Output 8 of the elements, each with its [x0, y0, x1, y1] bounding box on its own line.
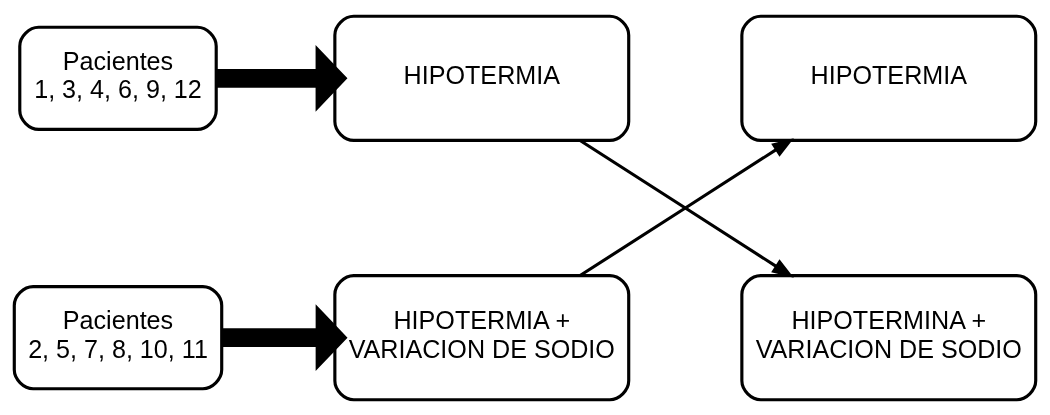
- node-box: HIPOTERMIA: [333, 14, 631, 142]
- node-box: Pacientes 1, 3, 4, 6, 9, 12: [18, 25, 218, 131]
- node-box: HIPOTERMINA + VARIACION DE SODIO: [740, 273, 1038, 401]
- node-box: Pacientes 2, 5, 7, 8, 10, 11: [12, 284, 224, 390]
- arrow: [216, 44, 348, 112]
- node-box: HIPOTERMIA: [740, 14, 1038, 142]
- node-box: HIPOTERMIA + VARIACION DE SODIO: [333, 273, 631, 401]
- arrow: [221, 303, 348, 371]
